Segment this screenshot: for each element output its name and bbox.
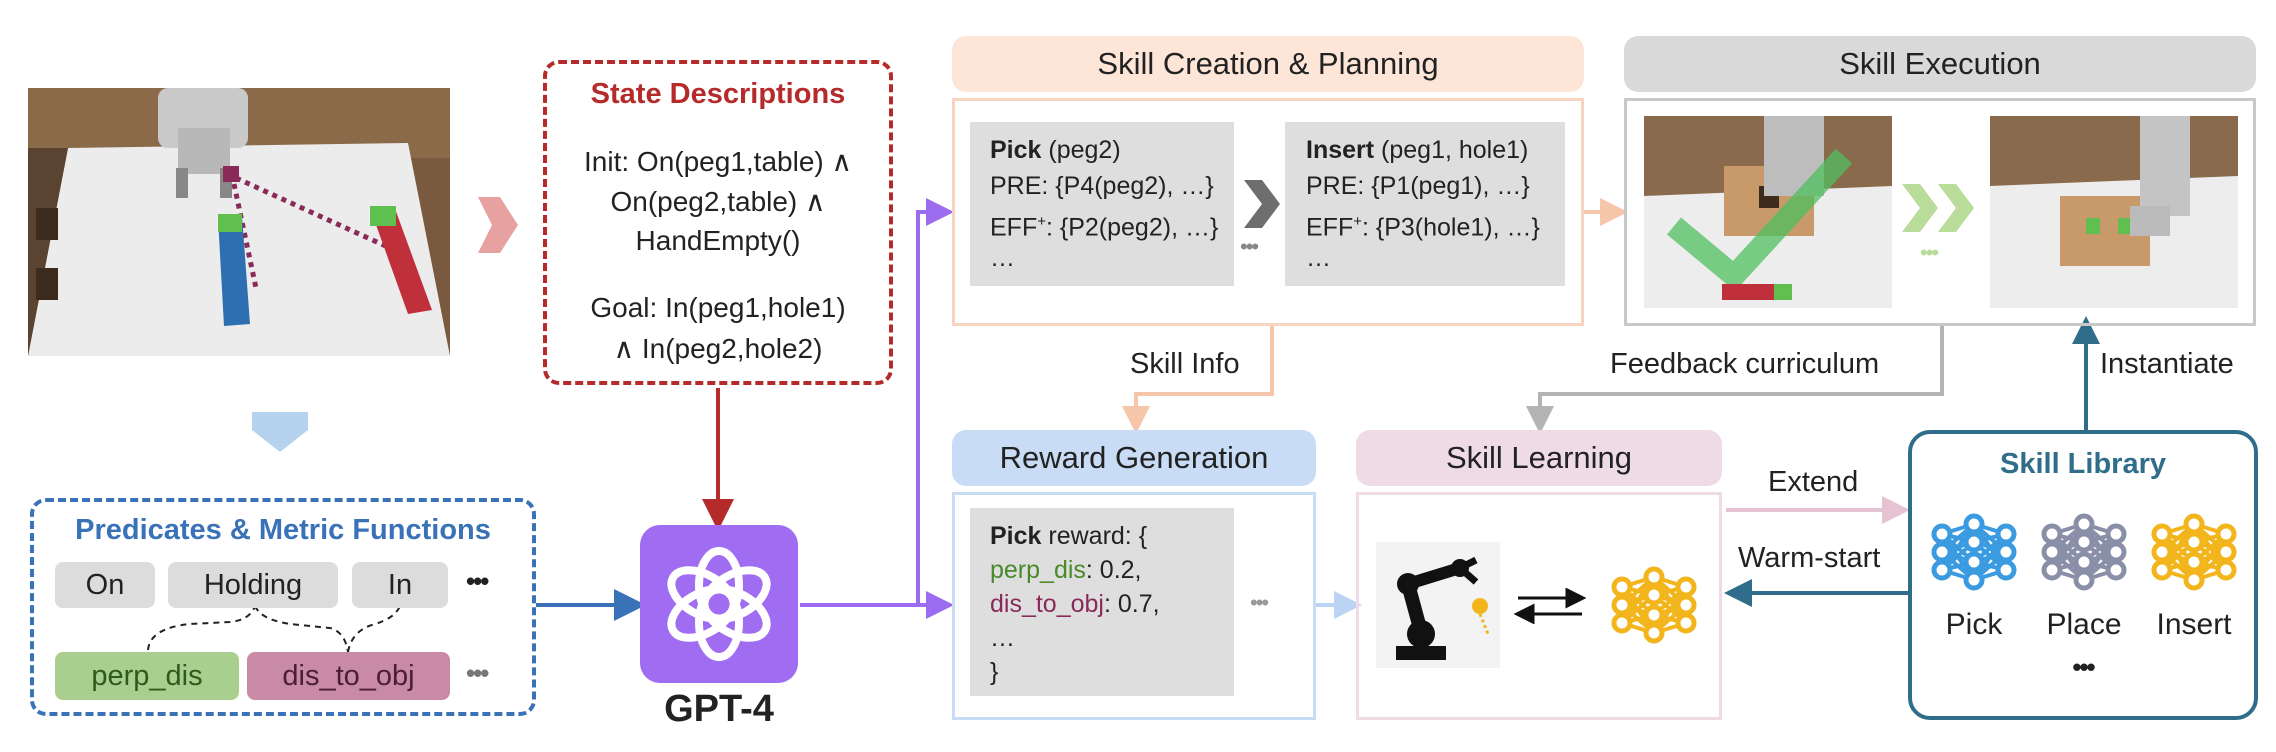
pick-card-more: … xyxy=(990,244,1015,272)
openai-knot-icon xyxy=(667,547,771,661)
pick-card-title: Pick (peg2) xyxy=(990,136,1121,164)
planning-next-chevron-icon xyxy=(1244,180,1280,233)
predicate-on: On xyxy=(55,562,155,608)
planning-card-pick xyxy=(970,122,1234,286)
predicate-link-1 xyxy=(147,605,256,651)
insert-card-more: … xyxy=(1306,244,1331,272)
insert-card-pre: PRE: {P1(peg1), …} xyxy=(1306,172,1530,200)
predicates-ellipsis: ••• xyxy=(466,566,489,596)
state-init-line-1: Init: On(peg1,table) ∧ xyxy=(584,146,852,177)
execution-header: Skill Execution xyxy=(1624,36,2256,92)
planning-dots: ••• xyxy=(1240,234,1259,259)
skill-library-title: Skill Library xyxy=(1999,448,2166,480)
skill-insert-network-icon xyxy=(2146,512,2242,597)
predicate-link-3 xyxy=(347,605,401,653)
skill-library-dots: ••• xyxy=(2072,652,2095,682)
learning-network-icon xyxy=(1606,565,1702,650)
feedback-curriculum-arrow xyxy=(1526,326,1944,434)
skill-info-label: Skill Info xyxy=(1130,348,1240,380)
predicate-link-2 xyxy=(254,605,349,653)
planning-panel xyxy=(952,98,1584,326)
execution-frame-insert xyxy=(1990,116,2238,308)
robot-arm-icon xyxy=(1376,542,1500,668)
reward-panel xyxy=(952,492,1316,720)
learning-exchange-arrows xyxy=(1514,588,1586,624)
initial-scene-image xyxy=(28,88,450,356)
execution-panel xyxy=(1624,98,2256,326)
skill-place-label: Place xyxy=(2046,608,2122,641)
state-goal-line-1: Goal: In(peg1,hole1) xyxy=(590,292,846,323)
extend-label: Extend xyxy=(1768,466,1859,498)
feedback-curriculum-label: Feedback curriculum xyxy=(1610,348,1880,380)
predicate-holding: Holding xyxy=(168,562,338,608)
state-init-line-2: On(peg2,table) ∧ xyxy=(610,186,826,217)
gpt-to-planning-arrow xyxy=(800,198,954,607)
reward-line-more: … xyxy=(990,624,1015,652)
metric-dis-to-obj: dis_to_obj xyxy=(247,652,450,700)
skill-pick-label: Pick xyxy=(1945,608,2003,641)
insert-card-title: Insert (peg1, hole1) xyxy=(1306,136,1529,164)
skill-info-arrow xyxy=(1122,326,1274,434)
instantiate-label: Instantiate xyxy=(2100,348,2234,380)
skill-library-box xyxy=(1908,430,2258,720)
skill-insert-label: Insert xyxy=(2156,608,2232,641)
gpt-logo xyxy=(640,525,798,683)
reward-header: Reward Generation xyxy=(952,430,1316,486)
skill-place-network-icon xyxy=(2036,512,2132,597)
scene-illustration xyxy=(28,88,450,356)
learning-panel xyxy=(1356,492,1722,720)
skill-pick-network-icon xyxy=(1926,512,2022,597)
scene-to-predicates-arrow xyxy=(252,412,308,452)
execution-dots: ••• xyxy=(1920,240,1939,265)
insert-card-eff: EFF+: {P3(hole1), …} xyxy=(1306,213,1540,242)
reward-dots: ••• xyxy=(1250,590,1269,615)
pick-card-pre: PRE: {P4(peg2), …} xyxy=(990,172,1214,200)
learning-header: Skill Learning xyxy=(1356,430,1722,486)
state-init-line-3: HandEmpty() xyxy=(635,225,801,256)
reward-line-perp-dis: perp_dis: 0.2, xyxy=(990,556,1142,584)
reward-line-dis-to-obj: dis_to_obj: 0.7, xyxy=(990,590,1160,618)
predicate-in: In xyxy=(352,562,448,608)
reward-line-head: Pick reward: { xyxy=(990,522,1148,550)
scene-to-state-arrow xyxy=(478,197,518,253)
metric-perp-dis: perp_dis xyxy=(55,652,239,700)
planning-card-insert xyxy=(1285,122,1565,286)
reward-code-card xyxy=(970,508,1234,696)
metrics-ellipsis: ••• xyxy=(466,658,489,688)
predicates-box xyxy=(30,498,536,716)
planning-header: Skill Creation & Planning xyxy=(952,36,1584,92)
gpt-label: GPT-4 xyxy=(664,688,774,730)
predicates-title: Predicates & Metric Functions xyxy=(75,514,491,546)
state-descriptions-box xyxy=(543,60,893,385)
state-descriptions-title: State Descriptions xyxy=(590,78,846,110)
execution-next-chevrons-icon xyxy=(1902,184,1978,237)
warm-start-label: Warm-start xyxy=(1738,542,1881,574)
execution-frame-pick xyxy=(1644,116,1892,308)
state-goal-line-2: ∧ In(peg2,hole2) xyxy=(613,333,823,364)
reward-line-close: } xyxy=(990,658,999,686)
pick-card-eff: EFF+: {P2(peg2), …} xyxy=(990,213,1219,242)
